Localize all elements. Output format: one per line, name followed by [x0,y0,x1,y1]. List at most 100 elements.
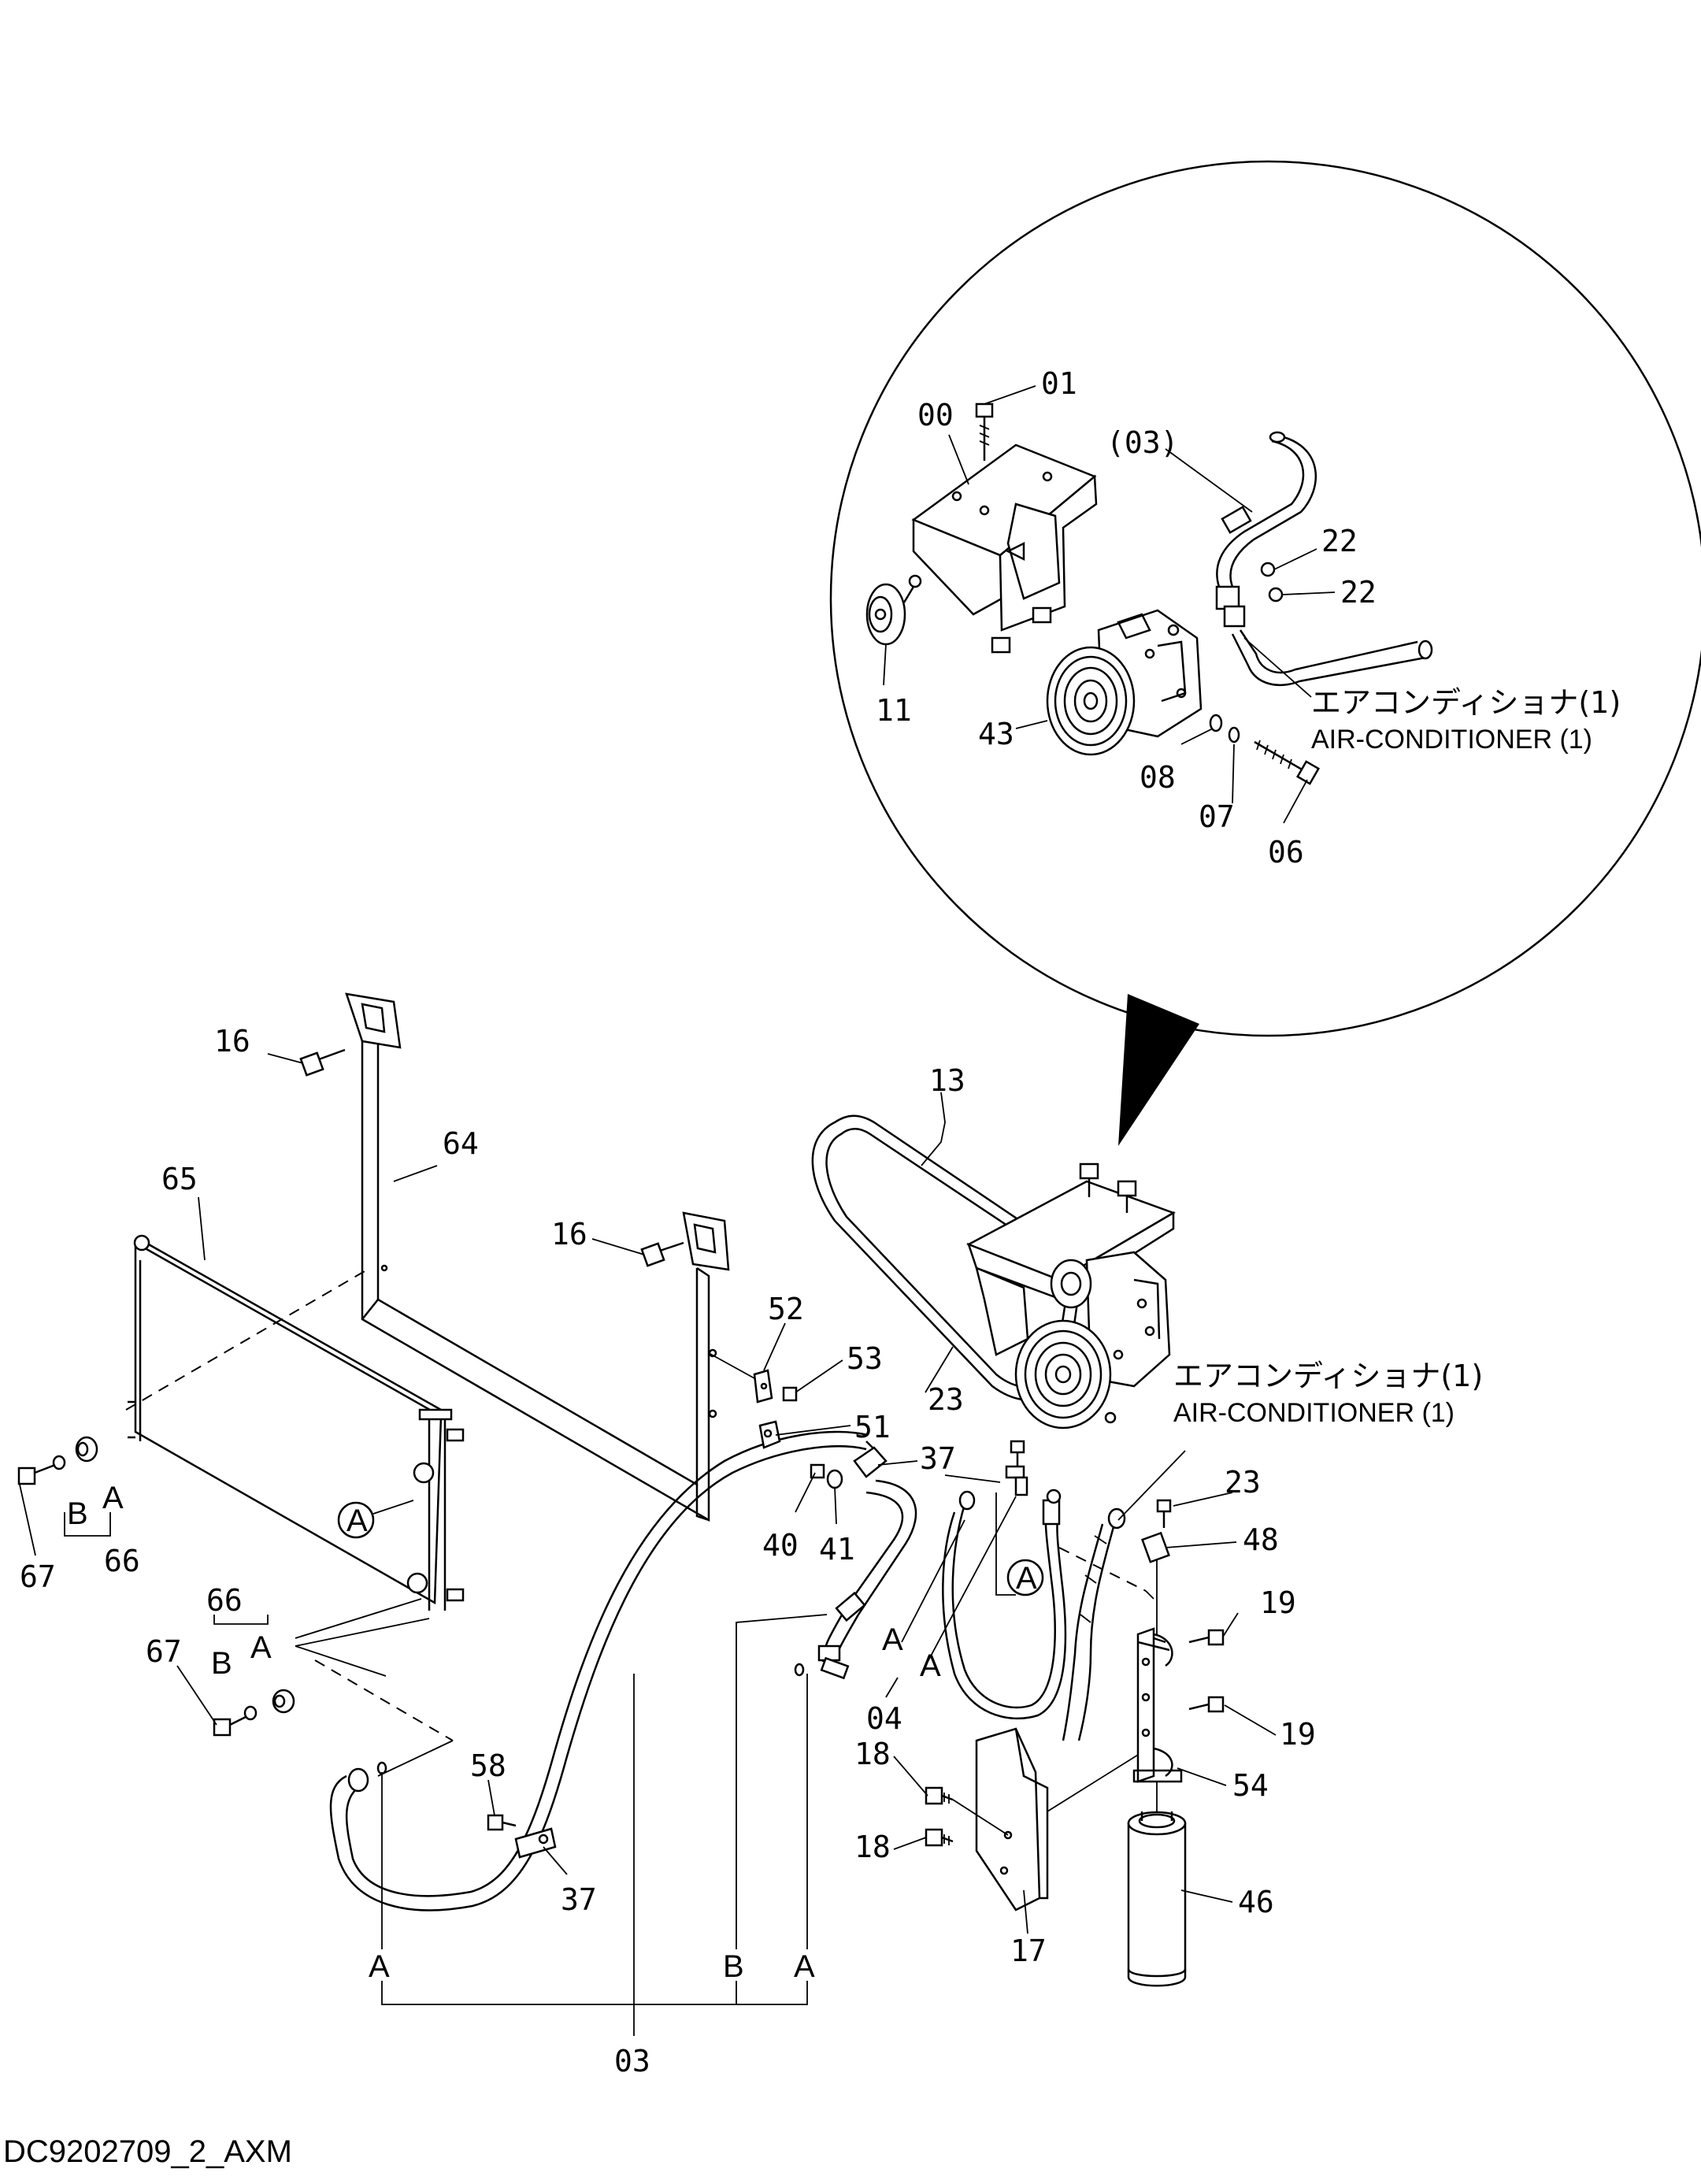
clip-51 [758,1420,781,1449]
receiver-tank-46 [1127,1811,1187,1987]
bolt-58 [487,1814,517,1831]
compressor-43 [1046,609,1203,756]
label-03: 03 [614,2044,650,2078]
hose-03 [1215,431,1433,687]
bottom-callout-bracket [381,1614,828,2036]
dashed-link-hose [314,1659,454,1741]
bolt-16-lower [640,1241,684,1267]
bolt-18-lower [925,1828,954,1847]
washer-08 [1209,714,1223,732]
label-43: 43 [978,717,1014,751]
label-18-upper: 18 [854,1737,891,1771]
bolt-23-right [1156,1499,1172,1528]
bracket-00 [911,443,1098,654]
label-66-lower: 66 [206,1583,243,1618]
hose-04 [942,1465,1067,1720]
label-66-upper: 66 [104,1544,140,1578]
ref-b-lower-66: B [211,1646,232,1681]
ref-circle-a-1 [337,1501,375,1539]
label-13: 13 [929,1063,965,1098]
bolt-67-upper [17,1463,56,1485]
label-51: 51 [854,1410,891,1444]
condenser-65 [128,1234,465,1611]
ref-a-lower-66: A [250,1630,272,1665]
bolt-18-upper [925,1786,954,1805]
detail-circle [829,160,1701,1037]
label-22-upper: 22 [1321,524,1358,558]
label-46: 46 [1238,1885,1274,1919]
dashed-link-condenser [125,1267,371,1411]
document-id: DC9202709_2_AXM [3,2134,292,2169]
label-aircon-ja-detail: エアコンディショナ(1) [1311,685,1621,720]
ref-a-bottom-1: A [369,1949,390,1984]
bolt-06 [1254,740,1321,785]
label-aircon-en-main: AIR-CONDITIONER (1) [1173,1398,1455,1428]
ref-a-pipe-1: A [882,1622,903,1657]
o-ring-left [376,1761,387,1775]
bolt-67-lower [213,1715,246,1737]
detail-pointer [1118,994,1199,1146]
ref-a-upper-66: A [102,1481,124,1515]
bolt-01 [975,402,994,461]
label-00: 00 [917,398,954,432]
clamp-37-lower [514,1827,557,1859]
label-67-lower: 67 [146,1634,182,1669]
aircon-assembly [966,1162,1176,1429]
label-06: 06 [1268,835,1304,870]
ref-b-upper-66: B [67,1496,88,1531]
label-40: 40 [762,1528,799,1563]
hose-ac-line [1062,1507,1126,1741]
label-01: 01 [1041,366,1077,401]
bolt-16-upper [299,1048,346,1077]
bracket-54 [1132,1627,1183,1783]
label-67-upper: 67 [20,1559,56,1594]
bracket-ab-upper [64,1512,111,1537]
label-48: 48 [1243,1522,1279,1557]
washer-07 [1228,726,1240,743]
bracket-52 [753,1369,773,1403]
label-53: 53 [847,1341,883,1376]
label-65: 65 [161,1162,198,1196]
label-41: 41 [819,1532,855,1567]
label-19-upper: 19 [1260,1585,1296,1620]
o-ring-right [794,1663,805,1677]
bolt-19-lower [1188,1696,1225,1713]
label-04: 04 [866,1701,902,1736]
label-19-lower: 19 [1280,1717,1316,1752]
bracket-ab-lower [213,1615,269,1625]
label-22-lower: 22 [1340,575,1377,610]
frame-64 [345,992,730,1522]
hose-04-frame [995,1492,1016,1596]
bolt-53 [782,1386,798,1402]
label-aircon-ja-main: エアコンディショナ(1) [1173,1359,1483,1393]
detail-view: 00 01 (03) 22 22 11 43 08 07 06 エアコンディショ… [829,160,1701,1146]
ref-a-pipe-2: A [920,1648,941,1683]
bolt-22-lower [1268,587,1284,603]
pulley-11 [865,574,922,646]
bolt-22-upper [1260,562,1276,577]
label-17: 17 [1010,1934,1047,1968]
label-37-lower: 37 [561,1882,597,1917]
label-03-ref: (03) [1106,425,1179,460]
label-64: 64 [443,1126,479,1161]
ref-circle-a-2 [1006,1559,1044,1596]
label-23-left: 23 [928,1382,964,1417]
label-aircon-en-detail: AIR-CONDITIONER (1) [1311,725,1592,755]
label-37-upper: 37 [920,1441,956,1476]
label-07: 07 [1199,799,1235,834]
fitting-48 [1140,1531,1170,1563]
label-16-upper: 16 [214,1024,250,1059]
label-18-lower: 18 [854,1830,891,1864]
bushing-66-lower [243,1689,295,1721]
bolt-23-left [1010,1440,1025,1467]
ref-b-bottom: B [723,1949,744,1984]
hose-03-main [329,1430,917,1911]
bushing-66-upper [52,1436,98,1470]
label-58: 58 [470,1748,506,1783]
label-08: 08 [1140,760,1176,795]
bolt-19-upper [1188,1629,1225,1646]
ref-a-circle-2-text: A [1016,1561,1037,1596]
ref-a-bottom-2: A [794,1949,815,1984]
label-23-right: 23 [1225,1465,1261,1500]
